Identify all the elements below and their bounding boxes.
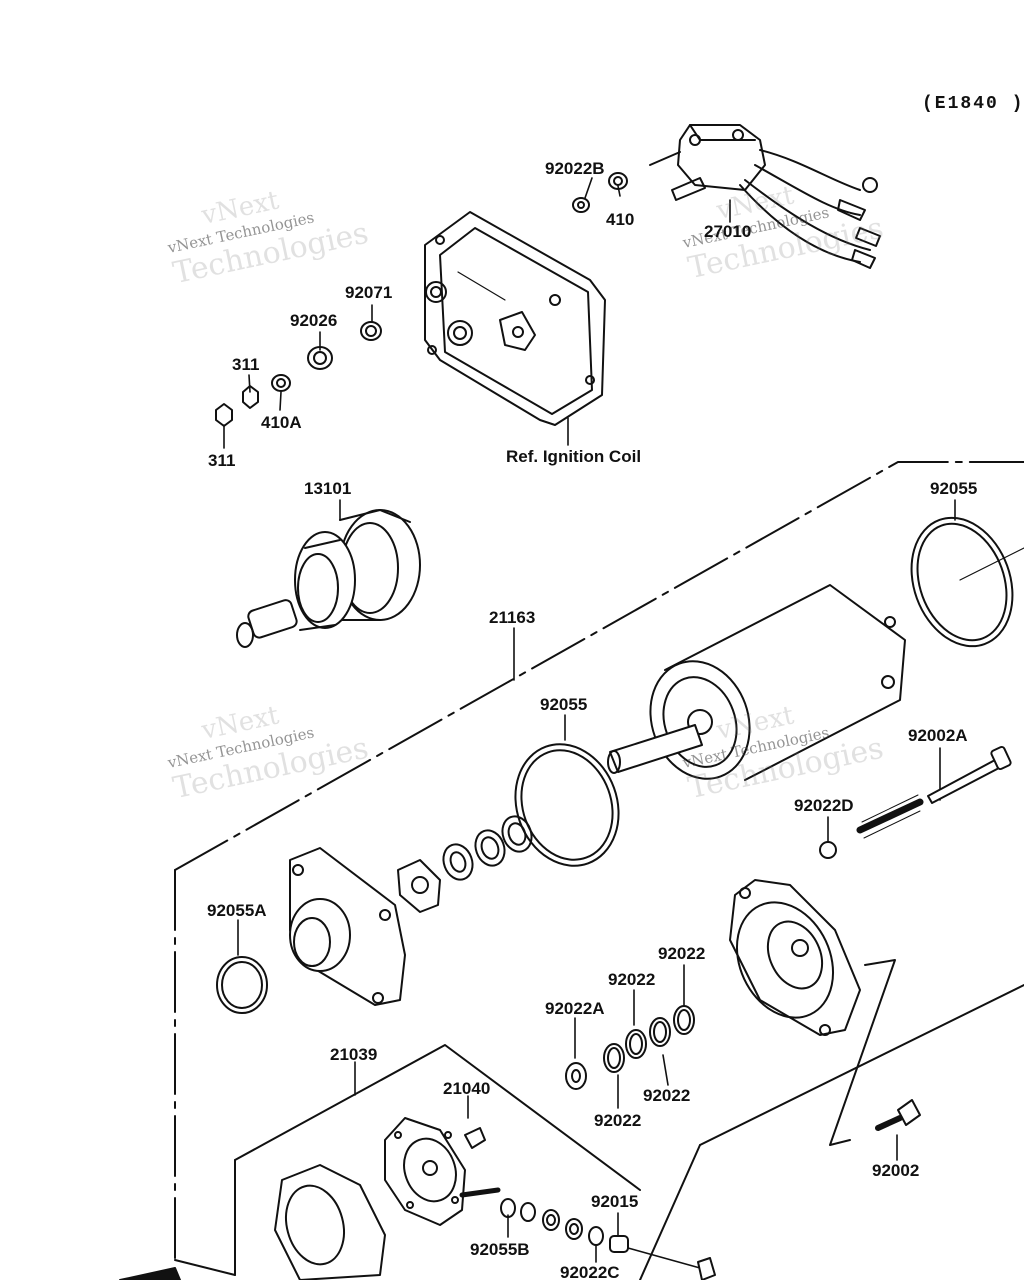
collar-92015 — [609, 1235, 716, 1280]
label-92022A: 92022A — [545, 999, 605, 1018]
reference-note: Ref. Ignition Coil — [506, 447, 642, 466]
label-410A: 410A — [261, 413, 302, 432]
label-92022-a: 92022 — [658, 944, 706, 963]
nut-92022D — [819, 841, 837, 859]
through-bolt-92002A — [856, 745, 1012, 839]
label-92022-b: 92022 — [608, 970, 656, 989]
label-92022C: 92022C — [560, 1263, 620, 1280]
grommet-92026 — [307, 346, 333, 370]
diagram-code: (E1840 ) — [922, 94, 1024, 114]
label-92055A: 92055A — [207, 901, 267, 920]
o-ring-92055A — [216, 956, 268, 1014]
label-92022-d: 92022 — [594, 1111, 642, 1130]
label-13101: 13101 — [304, 479, 352, 498]
label-92055-upper: 92055 — [930, 479, 978, 498]
starter-clutch-13101 — [236, 509, 421, 648]
label-92055B: 92055B — [470, 1240, 530, 1259]
brush-holder-21040 — [384, 1117, 501, 1226]
o-ring-92055-middle — [514, 743, 620, 867]
yoke-21039 — [274, 1164, 386, 1280]
label-27010: 27010 — [704, 222, 752, 241]
label-92071: 92071 — [345, 283, 393, 302]
label-311-lower: 311 — [208, 451, 236, 470]
label-410: 410 — [606, 210, 635, 229]
grommet-92071 — [360, 321, 382, 341]
label-92022-c: 92022 — [643, 1086, 691, 1105]
label-92026: 92026 — [290, 311, 338, 330]
washers-92055B-group — [500, 1198, 604, 1246]
label-21163: 21163 — [489, 608, 536, 627]
label-92022D: 92022D — [794, 796, 854, 815]
label-92055-middle: 92055 — [540, 695, 588, 714]
starter-motor-body — [607, 584, 906, 781]
starter-relay-27010 — [649, 124, 881, 269]
retainer-plate — [397, 859, 441, 913]
corner-badge — [119, 1267, 181, 1280]
label-92002: 92002 — [872, 1161, 920, 1180]
label-92022B: 92022B — [545, 159, 605, 178]
bolt-92002 — [875, 1099, 921, 1131]
label-92002A: 92002A — [908, 726, 968, 745]
label-311-upper: 311 — [232, 355, 260, 374]
label-21040: 21040 — [443, 1079, 491, 1098]
rear-end-cover — [729, 879, 861, 1036]
thrust-washers — [442, 815, 533, 881]
label-92015: 92015 — [591, 1192, 639, 1211]
leader-lines — [223, 177, 956, 1263]
washer-92022B — [572, 197, 590, 213]
nut-311-lower — [215, 403, 233, 427]
ignition-coil-cover — [424, 211, 606, 426]
nut-311-upper — [242, 385, 259, 409]
nut-410 — [608, 172, 628, 190]
front-end-cover — [289, 847, 406, 1006]
o-ring-92055-upper — [910, 516, 1024, 648]
assembly-frame-lines — [174, 461, 1024, 1280]
label-21039: 21039 — [330, 1045, 378, 1064]
washer-410A — [271, 374, 291, 392]
shim-washers-92022 — [565, 1005, 695, 1090]
